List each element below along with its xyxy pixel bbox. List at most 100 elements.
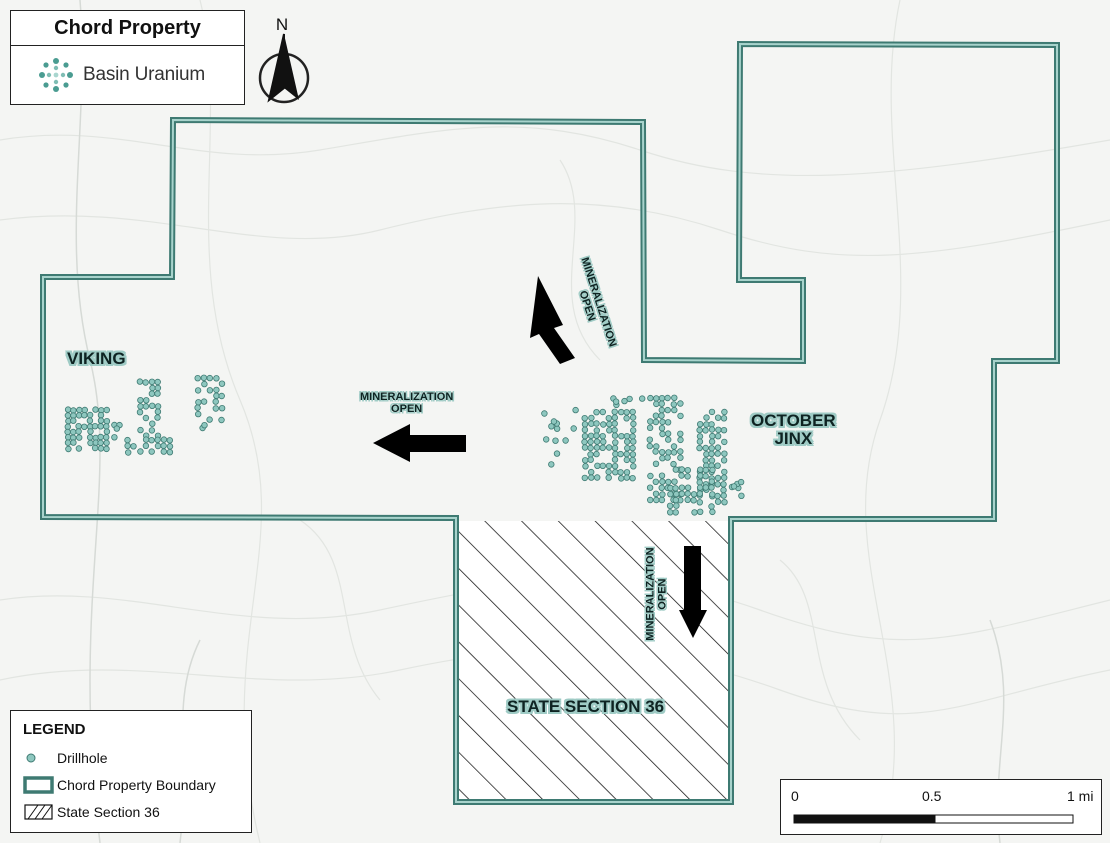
hatch-box-icon — [23, 803, 57, 821]
drillhole-dot — [629, 451, 637, 458]
drillhole-dot — [142, 403, 150, 410]
drillhole-dot — [218, 392, 225, 400]
drillhole-dot — [194, 387, 202, 394]
scale-bar: 0 0.5 1 mi — [780, 779, 1102, 835]
drillhole-dot — [737, 478, 745, 486]
drillhole-dot — [667, 509, 674, 516]
drillhole-dot — [593, 409, 600, 416]
drillhole-dot — [653, 400, 660, 408]
drillhole-dot — [618, 475, 625, 482]
drillhole-dot — [142, 442, 150, 449]
drillhole-dot — [664, 419, 672, 426]
drillhole-dot — [624, 445, 631, 452]
drillhole-dot — [658, 412, 665, 419]
drillhole-dot — [714, 450, 721, 457]
drillhole-dot — [166, 437, 173, 444]
drillhole-dot — [136, 378, 144, 385]
drillhole-dot — [623, 469, 631, 476]
drillhole-dot — [708, 457, 716, 464]
mineralization-arrow-west — [373, 424, 466, 462]
drillhole-dot — [213, 386, 220, 394]
basin-uranium-logo-icon — [39, 58, 73, 92]
drillhole-dot — [194, 404, 201, 411]
drillhole-dot — [646, 442, 653, 450]
drillhole-dot — [154, 408, 162, 415]
drillhole-dot — [630, 463, 637, 470]
drillhole-dot — [629, 414, 637, 421]
drillhole-dot-icon — [23, 751, 57, 765]
drillhole-dot — [213, 392, 220, 399]
drillhole-dot — [611, 426, 618, 434]
drillhole-dot — [684, 467, 691, 474]
drillhole-dot — [206, 416, 213, 423]
label-state-section-36: STATE SECTION 36 — [507, 697, 665, 716]
drillhole-dot — [97, 411, 105, 419]
drillhole-dot — [670, 460, 677, 468]
state-section-36-area — [456, 521, 729, 802]
drillhole-dot — [593, 444, 601, 451]
drillhole-dot — [130, 443, 137, 450]
drillhole-dot — [646, 424, 654, 431]
drillhole-dot — [721, 450, 728, 457]
drillhole-dot — [611, 432, 619, 439]
drillhole-dot — [572, 406, 579, 414]
drillhole-dot — [124, 449, 132, 456]
drillhole-dot — [684, 496, 691, 503]
drillhole-dot — [721, 468, 728, 476]
drillhole-dot — [548, 461, 555, 468]
drillhole-dot — [659, 455, 666, 462]
drillhole-dot — [606, 427, 613, 434]
drillhole-dot — [581, 474, 588, 482]
drillhole-dot — [659, 449, 666, 456]
drillhole-dot — [709, 508, 716, 516]
drillhole-dot — [541, 410, 548, 417]
drillhole-dot — [647, 394, 654, 402]
drillhole-dot — [623, 456, 630, 464]
drillhole-dot — [730, 483, 738, 490]
drillhole-dot — [708, 438, 716, 445]
drillhole-dot — [588, 420, 595, 427]
drillhole-dot — [666, 502, 674, 509]
drillhole-dot — [69, 428, 77, 436]
drillhole-dot — [629, 475, 636, 482]
drillhole-dot — [708, 478, 715, 485]
drillhole-dot — [81, 423, 88, 430]
drillhole-dot — [697, 472, 704, 479]
drillhole-dot — [697, 421, 704, 428]
drillhole-dot — [720, 415, 728, 422]
drillhole-dot — [111, 434, 118, 441]
scale-tick-0: 0 — [791, 788, 799, 804]
drillhole-dot — [665, 436, 672, 443]
drillhole-dot — [630, 427, 637, 434]
drillhole-dot — [87, 428, 94, 435]
drillhole-dot — [64, 412, 72, 419]
mineralization-arrow-north — [530, 276, 575, 364]
drillhole-dot — [653, 496, 660, 504]
drillhole-dot — [154, 414, 161, 421]
drillhole-dot — [206, 374, 213, 382]
drillhole-dot — [671, 394, 678, 401]
drillhole-dot — [218, 416, 225, 424]
legend-title: LEGEND — [23, 721, 86, 738]
drillhole-dot — [720, 486, 727, 494]
logo-text: Basin Uranium — [83, 64, 206, 85]
drillhole-dot — [581, 444, 589, 451]
drillhole-dot — [714, 498, 722, 505]
drillhole-dot — [194, 375, 201, 382]
drillhole-dot — [64, 406, 72, 413]
drillhole-dot — [696, 479, 703, 486]
legend-item-boundary: Chord Property Boundary — [23, 771, 239, 798]
drillhole-dot — [75, 412, 83, 419]
drillhole-dot — [86, 434, 94, 441]
drillhole-dot — [658, 425, 666, 432]
drillhole-dot — [97, 433, 104, 441]
drillhole-dot — [659, 478, 666, 485]
drillhole-dot — [696, 433, 704, 440]
drillhole-dot — [103, 428, 111, 435]
drillhole-dot — [623, 415, 630, 422]
drillhole-dot — [629, 444, 636, 452]
drillhole-dot — [714, 462, 721, 469]
drillhole-dot — [581, 426, 589, 433]
drillhole-dot — [76, 406, 83, 414]
